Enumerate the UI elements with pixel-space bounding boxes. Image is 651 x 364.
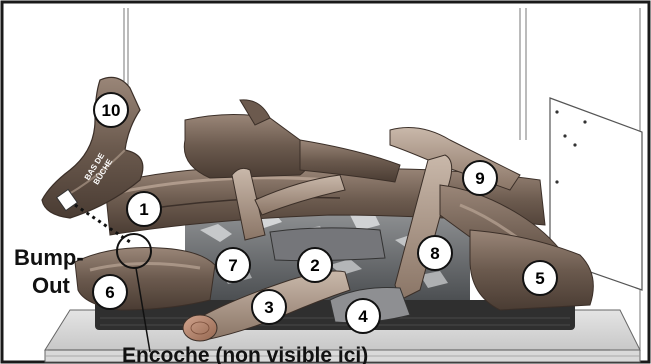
callout-2-number: 2 [310, 256, 319, 275]
callout-7-number: 7 [228, 256, 237, 275]
notch-caption-text: Encoche (non visible ici) [122, 344, 368, 364]
callout-10: 10 [94, 93, 128, 127]
callout-8-number: 8 [430, 244, 439, 263]
callout-9-number: 9 [475, 169, 484, 188]
callout-1: 1 [127, 192, 161, 226]
callout-4-number: 4 [358, 307, 368, 326]
callout-3: 3 [252, 290, 286, 324]
callout-3-number: 3 [264, 298, 273, 317]
callout-1-number: 1 [139, 200, 148, 219]
callout-4: 4 [346, 299, 380, 333]
callout-5-number: 5 [535, 269, 544, 288]
bump-out-label-line1: Bump- [14, 245, 84, 270]
callout-10-number: 10 [102, 101, 121, 120]
log-cut-end [183, 315, 217, 341]
callout-6-number: 6 [105, 283, 114, 302]
callout-5: 5 [523, 261, 557, 295]
callout-7: 7 [216, 248, 250, 282]
callout-8: 8 [418, 236, 452, 270]
bump-out-label-line2: Out [32, 273, 71, 298]
callout-9: 9 [463, 161, 497, 195]
callout-2: 2 [298, 248, 332, 282]
callout-6: 6 [93, 275, 127, 309]
